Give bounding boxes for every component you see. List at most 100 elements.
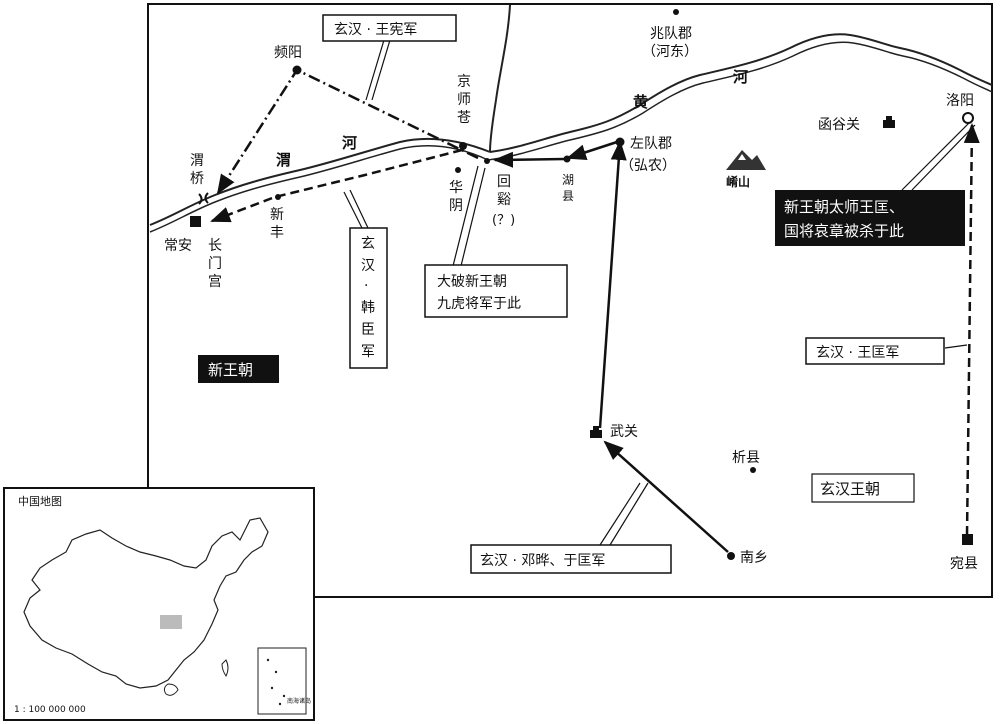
south-sea-inset (257, 647, 307, 715)
svg-text:·: · (364, 278, 368, 294)
label-zhaodui: 兆队郡 (650, 26, 692, 42)
label-huxian: 湖 县 (562, 172, 574, 203)
leader-wang-kuang (944, 344, 968, 349)
wei-river (149, 137, 491, 226)
xinfeng-marker (275, 194, 281, 200)
south-sea-label: 南海诸岛 (287, 697, 311, 705)
svg-text:湖: 湖 (562, 172, 574, 187)
route-deng-ye-4 (493, 151, 566, 168)
region-xin: 新王朝 (198, 355, 279, 383)
svg-text:臣: 臣 (361, 322, 375, 338)
svg-text:(？): (？) (492, 213, 515, 228)
label-zuodui: 左队郡 (630, 136, 672, 152)
svg-text:新王朝: 新王朝 (208, 361, 253, 379)
label-huayin: 华 阴 (449, 180, 463, 214)
route-deng-ye-2 (598, 140, 627, 429)
svg-text:长: 长 (208, 238, 222, 254)
wei-river-label-1: 渭 (276, 151, 291, 169)
leader-deng-ye (599, 482, 641, 546)
mountain-icon (726, 150, 766, 170)
callout-han-chen: 玄 汉 · 韩 臣 军 (349, 227, 388, 369)
leader-wang-xian (371, 39, 391, 101)
svg-text:韩: 韩 (361, 300, 375, 316)
route-han-chen (210, 148, 463, 223)
label-wuguan: 武关 (610, 424, 638, 440)
label-xinfeng: 新 丰 (270, 207, 284, 241)
xixian-marker (750, 467, 756, 473)
inset-scale: 1 : 100 000 000 (14, 705, 86, 715)
label-huixi: 回 谿 (？) (492, 174, 515, 228)
label-hedong: （河东） (642, 44, 698, 60)
callout-wang-kuang: 玄汉 · 王匡军 (805, 337, 945, 365)
svg-text:国将哀章被杀于此: 国将哀章被杀于此 (784, 222, 904, 240)
svg-text:汉: 汉 (361, 258, 375, 274)
yellow-river-label-1: 黄 (633, 93, 648, 111)
route-deng-ye-1 (603, 440, 729, 553)
callout-dapo: 大破新王朝 九虎将军于此 (424, 264, 568, 318)
callout-deng-ye: 玄汉 · 邓晔、于匡军 (470, 544, 672, 574)
svg-text:县: 县 (562, 189, 574, 203)
huxian-marker (563, 155, 571, 163)
hangu-pass-icon (883, 116, 895, 128)
label-nanxiang: 南乡 (740, 550, 768, 566)
svg-text:玄汉 · 邓晔、于匡军: 玄汉 · 邓晔、于匡军 (480, 552, 605, 569)
bridge-icon (198, 192, 209, 205)
wuguan-pass-icon (590, 426, 602, 438)
label-wanxian: 宛县 (950, 556, 978, 572)
label-weiqiao-1: 渭 (190, 153, 204, 169)
svg-text:玄汉王朝: 玄汉王朝 (820, 480, 880, 498)
huayin-marker (455, 167, 461, 173)
inset-title: 中国地图 (18, 495, 62, 508)
leader-dapo (451, 165, 479, 271)
svg-text:阴: 阴 (449, 198, 463, 214)
callout-wang-xian: 玄汉 · 王宪军 (322, 14, 457, 42)
route-wang-kuang (963, 123, 980, 536)
study-area-highlight (160, 615, 182, 629)
label-luoyang: 洛阳 (946, 93, 974, 109)
svg-text:师: 师 (457, 92, 471, 108)
wei-river-label-2: 河 (342, 134, 357, 152)
svg-text:九虎将军于此: 九虎将军于此 (437, 296, 521, 312)
label-hongnong: （弘农） (620, 158, 676, 174)
label-jingshi-cang: 京 师 苍 (457, 74, 471, 126)
huixi-marker (484, 158, 490, 164)
label-hangu: 函谷关 (818, 117, 860, 133)
pinyang-marker (292, 65, 302, 75)
svg-text:宫: 宫 (208, 274, 222, 290)
jingshi-cang-marker (459, 142, 467, 150)
label-weiqiao-2: 桥 (190, 171, 204, 187)
yellow-river (489, 33, 993, 153)
changan-marker (190, 216, 201, 227)
svg-text:新王朝太师王匡、: 新王朝太师王匡、 (784, 198, 904, 216)
region-xuanhan: 玄汉王朝 (811, 473, 915, 503)
label-pinyang: 频阳 (274, 45, 302, 61)
svg-text:苍: 苍 (457, 110, 471, 126)
svg-text:京: 京 (457, 74, 471, 90)
label-xixian: 析县 (732, 450, 760, 466)
label-xiaoshan: 崤山 (726, 174, 750, 189)
svg-text:门: 门 (208, 256, 222, 272)
callout-luoyang-event: 新王朝太师王匡、 国将哀章被杀于此 (775, 190, 965, 246)
leader-luoyang (901, 121, 971, 191)
svg-text:回: 回 (497, 174, 511, 190)
wanxian-marker (962, 534, 973, 545)
route-deng-ye-3 (566, 140, 618, 161)
svg-text:玄: 玄 (361, 235, 375, 252)
svg-text:大破新王朝: 大破新王朝 (437, 274, 507, 290)
zuodui-marker (615, 137, 625, 147)
svg-text:华: 华 (449, 180, 463, 196)
yellow-river-label-2: 河 (733, 68, 748, 86)
svg-text:谿: 谿 (497, 192, 511, 208)
nanxiang-marker (727, 552, 735, 560)
leader-han-chen (349, 189, 369, 229)
zhaodui-marker (673, 9, 679, 15)
label-changan: 常安 (164, 238, 192, 254)
svg-text:玄汉 · 王宪军: 玄汉 · 王宪军 (334, 21, 417, 38)
label-changmen-gong: 长 门 宫 (208, 238, 222, 290)
china-outline (23, 517, 269, 689)
inset-map: 中国地图 南海诸岛 1 : 100 000 000 (3, 487, 315, 721)
svg-text:新: 新 (270, 207, 284, 223)
svg-text:玄汉 · 王匡军: 玄汉 · 王匡军 (816, 344, 899, 361)
svg-text:丰: 丰 (270, 225, 284, 241)
